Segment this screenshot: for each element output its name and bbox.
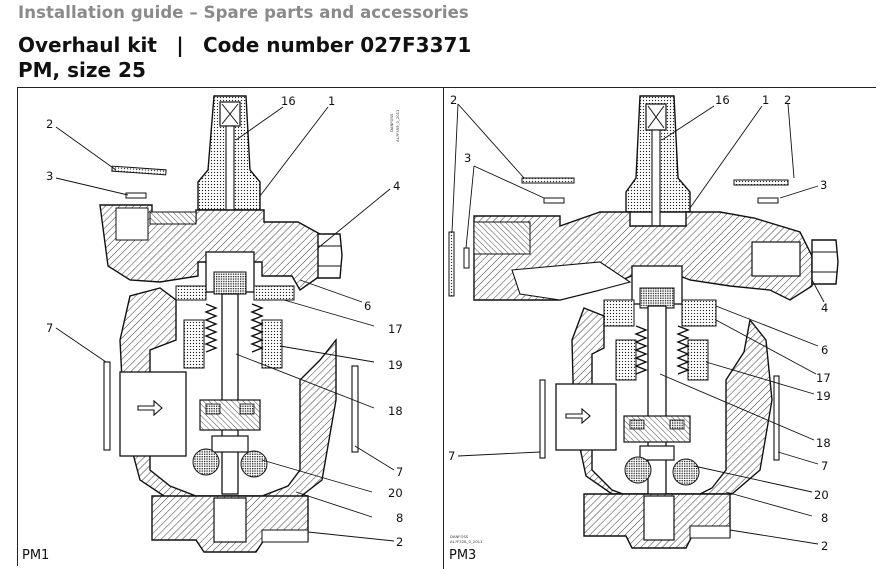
pm3-callout-2-top-right: 2	[784, 93, 791, 107]
pm3-callout-2-top-left: 2	[450, 93, 457, 107]
pm3-callout-16: 16	[715, 93, 730, 107]
pm3-drawing: DANFOSS AL7F328_0_2011	[448, 95, 839, 549]
panel-label-pm1: PM1	[22, 548, 50, 563]
pm1-callout-19: 19	[388, 358, 403, 372]
pm1-drawing-code-1: DANFOSS	[389, 113, 394, 132]
pm1-callout-8: 8	[396, 511, 403, 525]
title-separator: |	[176, 33, 184, 57]
pm1-callout-3: 3	[46, 169, 53, 183]
pm1-callout-2-top: 2	[46, 117, 53, 131]
title-code: Code number 027F3371	[202, 33, 472, 57]
pm3-callout-3-left: 3	[464, 151, 471, 165]
drawing-frame	[17, 87, 876, 566]
pm1-callouts: 16 1 2 3 4 6 7 17 19 18 7 20 8 2	[46, 94, 403, 549]
panel-divider	[443, 87, 444, 569]
pm1-callout-17: 17	[388, 322, 403, 336]
pm1-callout-20: 20	[388, 486, 403, 500]
panel-label-pm3: PM3	[449, 548, 477, 563]
pm3-callout-4: 4	[821, 301, 828, 315]
pm3-callout-8: 8	[821, 511, 828, 525]
pm1-callout-16: 16	[281, 94, 296, 108]
pm3-callout-20: 20	[814, 488, 829, 502]
pm3-callout-18: 18	[816, 436, 831, 450]
pm3-drawing-code-1: DANFOSS	[450, 534, 469, 539]
pm3-callout-2-bottom: 2	[821, 539, 828, 553]
pm3-callout-1: 1	[762, 93, 769, 107]
pm1-callout-4: 4	[393, 179, 400, 193]
pm3-drawing-code-2: AL7F328_0_2011	[450, 539, 483, 544]
pm1-callout-7-right: 7	[396, 465, 403, 479]
guide-subtitle: Installation guide – Spare parts and acc…	[18, 3, 469, 22]
pm1-callout-2-bottom: 2	[396, 535, 403, 549]
page-title: Overhaul kit | Code number 027F3371 PM, si…	[18, 33, 471, 83]
pm1-drawing: DANFOSS AL7F359_0_2011	[55, 95, 400, 553]
title-model: PM, size 25	[18, 58, 146, 82]
pm3-callout-3-right: 3	[820, 178, 827, 192]
title-kit: Overhaul kit	[18, 33, 157, 57]
pm1-callout-18: 18	[388, 404, 403, 418]
pm1-callout-1: 1	[328, 94, 335, 108]
pm3-callout-7-right: 7	[821, 459, 828, 473]
pm3-callout-17: 17	[816, 371, 831, 385]
pm1-callout-6: 6	[364, 299, 371, 313]
pm3-callouts: 2 16 1 2 3 3 4 6 17 19 18 7 7 20 8 2	[448, 93, 831, 553]
pm3-callout-19: 19	[816, 389, 831, 403]
pm1-drawing-code-2: AL7F359_0_2011	[395, 109, 400, 142]
pm3-callout-7-left: 7	[448, 449, 455, 463]
pm3-callout-6: 6	[821, 343, 828, 357]
pm1-callout-7-left: 7	[46, 321, 53, 335]
